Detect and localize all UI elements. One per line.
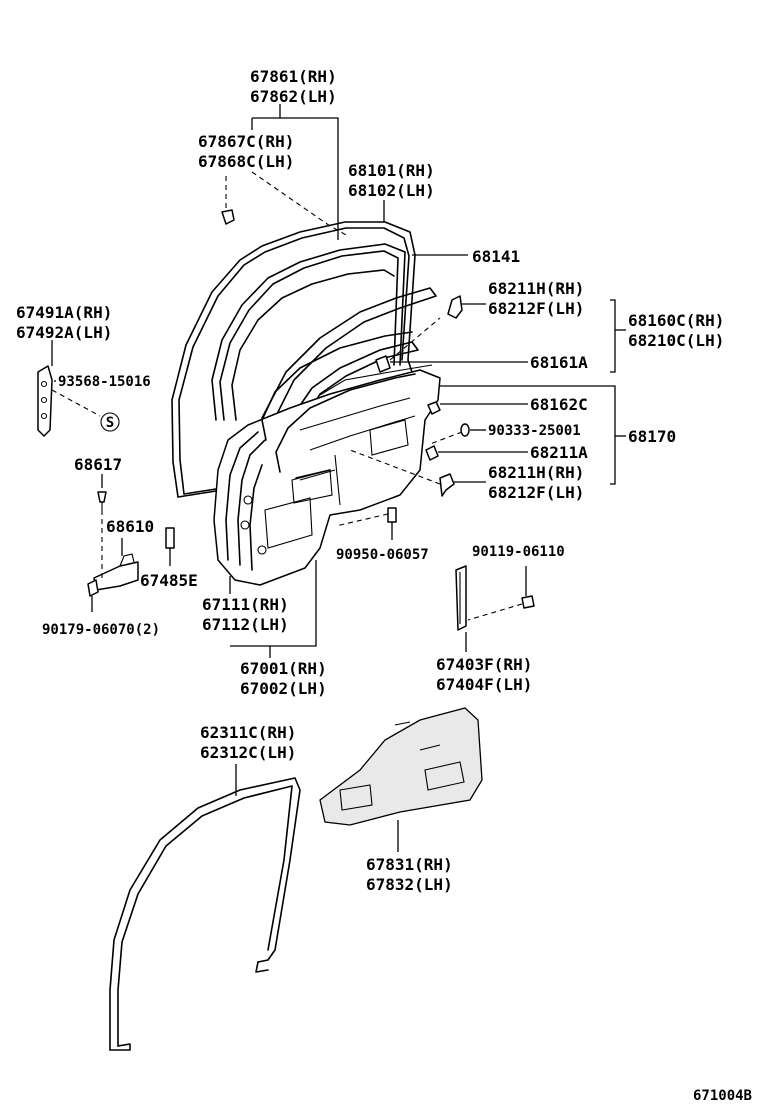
bolt-67485e (165, 527, 175, 549)
label-68211h-top: 68211H(RH) (488, 279, 584, 298)
label-67002: 67002(LH) (240, 679, 327, 698)
label-67112: 67112(LH) (202, 615, 289, 634)
bolt-90119 (521, 595, 535, 609)
clip-67867c (221, 209, 235, 225)
clip-68211a (425, 445, 439, 461)
clip-68161a (375, 355, 391, 373)
label-68212f-bottom: 68212F(LH) (488, 483, 584, 502)
label-90119: 90119-06110 (472, 544, 565, 560)
label-68162c: 68162C (530, 395, 588, 414)
label-67491a: 67491A(RH) (16, 303, 112, 322)
label-68102: 68102(LH) (348, 181, 435, 200)
door-weatherstrip-outer (171, 221, 416, 498)
pin-68617 (97, 491, 107, 510)
door-glass-run-inner (231, 269, 395, 421)
clip-68211h-top (447, 295, 463, 319)
door-trim-67831 (319, 707, 483, 826)
lock-rod-67403f (455, 565, 467, 631)
label-67832: 67832(LH) (366, 875, 453, 894)
label-93568: 93568-15016 (58, 374, 151, 390)
label-67861: 67861(RH) (250, 67, 337, 86)
s-symbol-text: S (106, 415, 114, 431)
clip-68162c (427, 401, 441, 415)
label-68170: 68170 (628, 427, 676, 446)
label-68160c: 68160C(RH) (628, 311, 724, 330)
label-67867c: 67867C(RH) (198, 132, 294, 151)
label-62311c: 62311C(RH) (200, 723, 296, 742)
door-shell (213, 364, 441, 586)
label-68210c: 68210C(LH) (628, 331, 724, 350)
clip-68211h-bottom (439, 473, 455, 497)
label-67403f: 67403F(RH) (436, 655, 532, 674)
figure-id: 671004B (693, 1088, 752, 1104)
label-67492a: 67492A(LH) (16, 323, 112, 342)
hinge-bracket-67491a (37, 365, 53, 437)
label-68211h-bottom: 68211H(RH) (488, 463, 584, 482)
door-check-68610 (93, 553, 139, 591)
bolt-90179 (87, 579, 99, 597)
label-68212f-top: 68212F(LH) (488, 299, 584, 318)
label-68617: 68617 (74, 455, 122, 474)
grommet-90333 (460, 423, 470, 437)
label-68141: 68141 (472, 247, 520, 266)
label-68610: 68610 (106, 517, 154, 536)
door-glass-run-channel (211, 243, 406, 421)
label-67831: 67831(RH) (366, 855, 453, 874)
label-67868c: 67868C(LH) (198, 152, 294, 171)
label-67404f: 67404F(LH) (436, 675, 532, 694)
s-symbol: S (100, 412, 120, 432)
label-67111: 67111(RH) (202, 595, 289, 614)
label-62312c: 62312C(LH) (200, 743, 296, 762)
label-67485e: 67485E (140, 571, 198, 590)
label-90333: 90333-25001 (488, 423, 581, 439)
leader-lines (51, 104, 626, 852)
label-90950: 90950-06057 (336, 547, 429, 563)
part-labels: 67861(RH) 67862(LH) 67867C(RH) 67868C(LH… (16, 67, 752, 1104)
label-68211a: 68211A (530, 443, 588, 462)
weatherstrip-62311c (109, 777, 301, 1051)
label-67862: 67862(LH) (250, 87, 337, 106)
label-68101: 68101(RH) (348, 161, 435, 180)
plug-90950 (387, 507, 397, 523)
label-90179: 90179-06070(2) (42, 622, 160, 638)
window-glass-frame (261, 331, 416, 479)
label-67001: 67001(RH) (240, 659, 327, 678)
label-68161a: 68161A (530, 353, 588, 372)
